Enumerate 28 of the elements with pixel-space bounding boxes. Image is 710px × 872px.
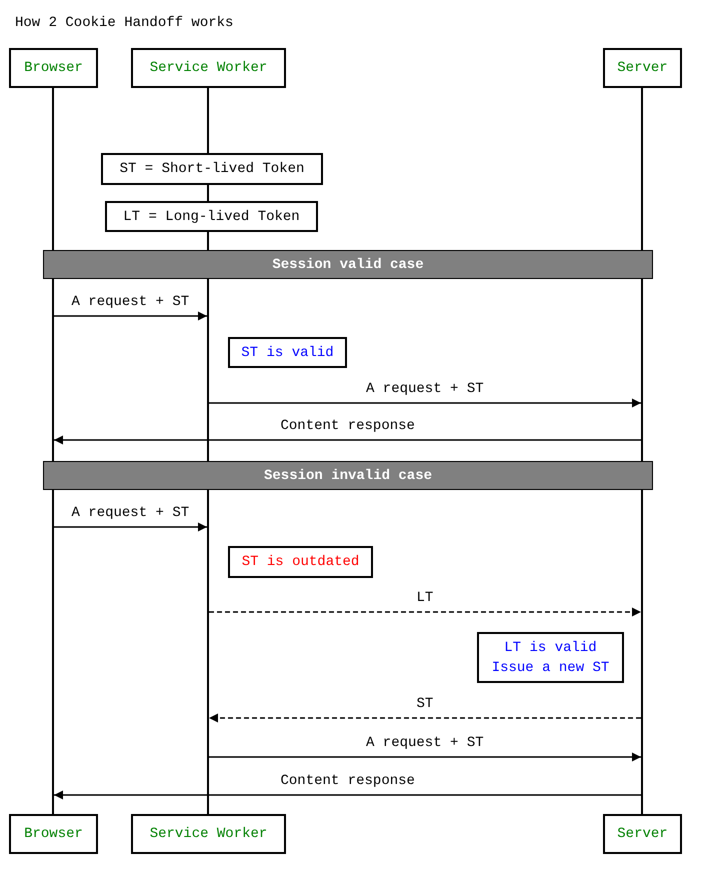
participant-box: Server <box>603 814 682 854</box>
note-box: LT is valid Issue a new ST <box>477 632 624 683</box>
lifeline <box>52 88 54 814</box>
note-box: LT = Long-lived Token <box>105 201 318 232</box>
note-box: ST is valid <box>228 337 347 368</box>
lifeline <box>641 88 643 814</box>
diagram-title: How 2 Cookie Handoff works <box>15 15 234 31</box>
message-arrow <box>54 436 641 444</box>
message-label: Content response <box>278 773 417 789</box>
message-arrow <box>209 608 641 616</box>
participant-box: Browser <box>9 48 98 88</box>
participant-box: Browser <box>9 814 98 854</box>
message-arrow <box>209 398 641 408</box>
message-label: A request + ST <box>70 505 192 521</box>
message-arrow <box>54 522 207 532</box>
participant-box: Service Worker <box>131 814 286 854</box>
note-box: ST = Short-lived Token <box>101 153 323 185</box>
message-arrow <box>54 790 641 800</box>
message-arrow <box>209 714 641 722</box>
note-box: ST is outdated <box>228 546 373 578</box>
message-label: Content response <box>278 418 417 434</box>
message-label: A request + ST <box>364 381 486 397</box>
participant-box: Server <box>603 48 682 88</box>
participant-box: Service Worker <box>131 48 286 88</box>
message-arrow <box>54 312 207 320</box>
message-label: A request + ST <box>70 294 192 310</box>
message-label: A request + ST <box>364 735 486 751</box>
message-arrow <box>209 752 641 762</box>
